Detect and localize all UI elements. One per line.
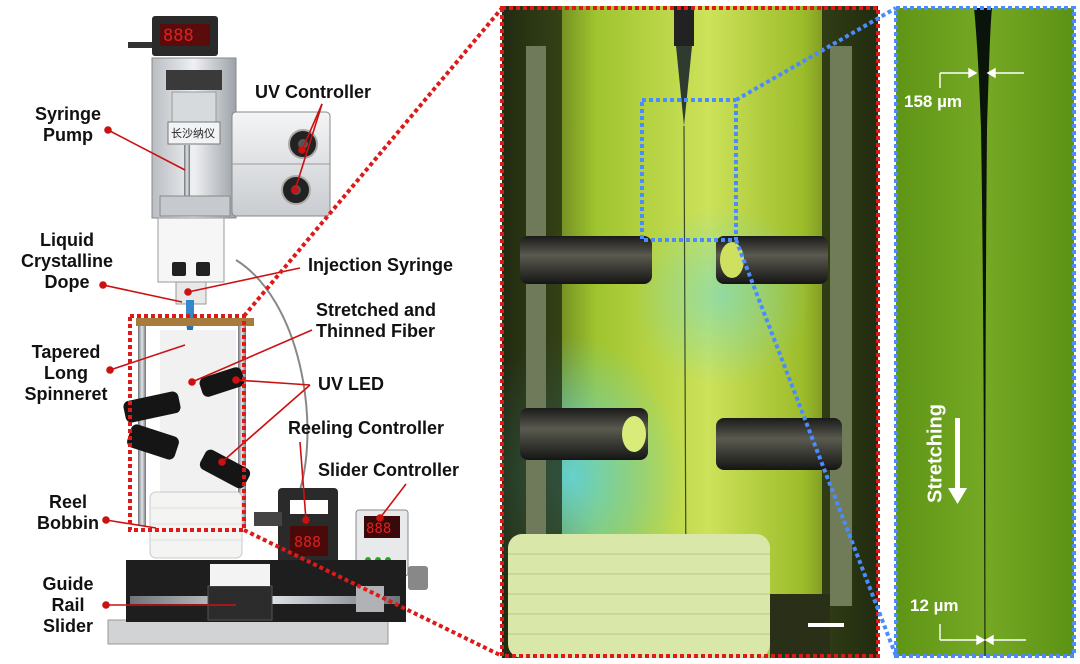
zoom-panel-scene (502, 6, 878, 658)
label-tls-line3: Spinneret (24, 384, 108, 404)
label-grs-line1: Guide (42, 574, 94, 594)
zoom-panel-spinning-zone (502, 6, 878, 658)
red-connector-bottom (243, 528, 503, 658)
uv-led-right-bottom (199, 449, 251, 489)
zoom-bobbin (508, 534, 770, 658)
top-width-arrows (939, 67, 1024, 88)
bottom-width-arrows (939, 624, 1026, 646)
label-tapered-long-spinneret: Tapered Long Spinneret (12, 342, 120, 405)
arrow-down-icon (948, 418, 967, 504)
uv-led-left-top (123, 391, 181, 423)
zoom-led-left-top (520, 236, 652, 284)
svg-text:888: 888 (163, 26, 194, 46)
label-reel-bobbin: Reel Bobbin (28, 492, 108, 534)
spinning-chamber (160, 330, 236, 516)
fiber-micrograph (896, 8, 1074, 656)
red-connector-top (242, 6, 504, 318)
zoom-led-left-bottom (520, 408, 648, 460)
label-grs-line2: Rail (51, 595, 85, 615)
label-syringe-pump-line2: Pump (42, 125, 93, 145)
label-injection-syringe: Injection Syringe (308, 255, 454, 275)
top-width-label: 158 µm (904, 92, 962, 111)
svg-text:888: 888 (294, 533, 321, 551)
red-region-frame (128, 314, 246, 532)
label-stretched-thinned-fiber: Stretched and Thinned Fiber (316, 300, 436, 342)
uv-led-right-top (199, 367, 245, 397)
label-tls-line2: Long (44, 363, 88, 383)
label-stf-line1: Stretched and (316, 300, 437, 320)
blue-region-frame (640, 98, 738, 242)
label-rb-line1: Reel (48, 492, 88, 512)
svg-text:888: 888 (366, 521, 391, 537)
label-grs-line3: Slider (42, 616, 94, 636)
base-plate (107, 619, 389, 645)
blue-panel-frame (894, 6, 1076, 658)
label-lcd-line3: Dope (44, 272, 90, 292)
label-uv-led: UV LED (318, 374, 385, 394)
red-panel-frame (500, 6, 880, 658)
fiber-silhouette (974, 8, 992, 656)
zoom-led-right-top (716, 236, 828, 284)
label-liquid-crystalline-dope: Liquid Crystalline Dope (16, 230, 118, 293)
blue-connector-bottom (734, 239, 898, 657)
label-lcd-line2: Crystalline (20, 251, 114, 271)
instrument-photo: 888 888 888 (107, 16, 428, 645)
label-slider-controller: Slider Controller (318, 460, 460, 480)
pump-plate-text: 长沙纳仪 (171, 127, 215, 140)
label-tls-line1: Tapered (31, 342, 101, 362)
label-uv-controller: UV Controller (255, 82, 372, 102)
scale-bar (808, 623, 844, 627)
label-guide-rail-slider: Guide Rail Slider (28, 574, 108, 637)
label-rb-line2: Bobbin (37, 513, 99, 533)
label-reeling-controller: Reeling Controller (288, 418, 445, 438)
label-syringe-pump-line1: Syringe (34, 104, 102, 124)
label-lcd-line1: Liquid (40, 230, 94, 250)
label-stf-line2: Thinned Fiber (316, 321, 435, 341)
micrograph-panel (896, 8, 1074, 656)
bottom-width-label: 12 µm (910, 596, 959, 615)
label-syringe-pump: Syringe Pump (22, 104, 114, 146)
blue-connector-top (735, 6, 897, 102)
uv-led-left-bottom (127, 424, 179, 460)
main-column (157, 217, 225, 283)
